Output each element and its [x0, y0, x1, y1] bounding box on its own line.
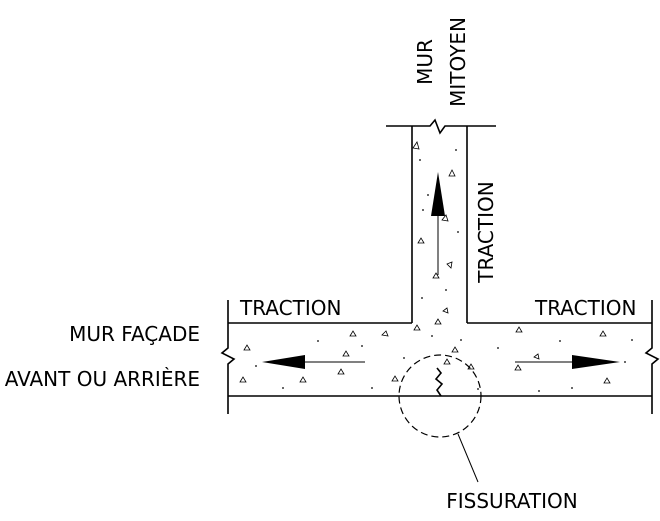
crack-label: FISSURATION: [446, 489, 577, 513]
party-wall-label-line1: MUR: [413, 39, 437, 85]
concrete-hatching: [239, 141, 633, 392]
crack-leader-line: [457, 433, 479, 483]
crack-icon: [434, 367, 444, 397]
party-wall: [386, 118, 496, 323]
party-wall-label-line2: MITOYEN: [446, 17, 470, 107]
traction-vertical-label: TRACTION: [474, 181, 498, 283]
arrow-right-icon: [515, 355, 620, 369]
arrow-up-icon: [431, 172, 445, 275]
crack-highlight-circle: [398, 354, 482, 438]
break-line-icon: [644, 300, 660, 414]
traction-left-label: TRACTION: [239, 296, 341, 320]
facade-wall-label-line2: AVANT OU ARRIÈRE: [5, 367, 200, 391]
traction-right-label: TRACTION: [534, 296, 636, 320]
break-line-icon: [386, 118, 496, 135]
facade-wall: [220, 300, 660, 414]
facade-wall-label-line1: MUR FAÇADE: [69, 322, 200, 346]
arrow-left-icon: [262, 355, 365, 369]
crack-zone: [398, 354, 482, 483]
break-line-icon: [220, 300, 236, 414]
